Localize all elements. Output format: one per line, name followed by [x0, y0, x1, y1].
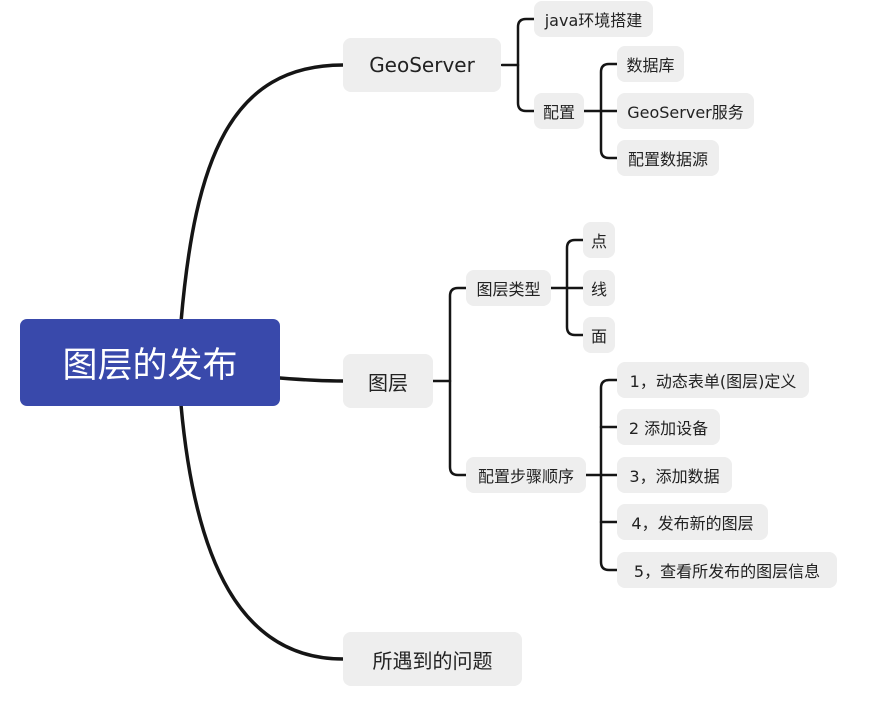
- link-layers-children: [448, 286, 468, 477]
- step-3-label: 3，添加数据: [629, 467, 720, 486]
- subtopic-line-label: 线: [590, 280, 607, 299]
- subtopic-datasource-label: 配置数据源: [627, 150, 708, 169]
- subtopic-polygon[interactable]: 面: [583, 317, 615, 353]
- root-label: 图层的发布: [62, 346, 238, 386]
- step-4[interactable]: 4，发布新的图层: [617, 504, 768, 540]
- branch-layers[interactable]: 图层: [343, 354, 433, 408]
- link-geoserver-java: [516, 17, 536, 113]
- step-1[interactable]: 1，动态表单(图层)定义: [617, 362, 809, 398]
- link-root-geoserver: [179, 63, 345, 324]
- step-1-label: 1，动态表单(图层)定义: [629, 372, 797, 391]
- subtopic-database-label: 数据库: [626, 56, 675, 75]
- subtopic-geoserver-service-label: GeoServer服务: [627, 103, 744, 122]
- link-root-layers: [278, 376, 345, 383]
- branch-issues-label: 所遇到的问题: [372, 648, 493, 673]
- subtopic-datasource[interactable]: 配置数据源: [617, 140, 719, 176]
- topic-java-env-label: java环境搭建: [544, 11, 643, 30]
- step-3[interactable]: 3，添加数据: [617, 457, 732, 493]
- branch-issues[interactable]: 所遇到的问题: [343, 632, 522, 686]
- subtopic-line[interactable]: 线: [583, 270, 615, 306]
- branch-layers-label: 图层: [368, 370, 408, 395]
- topic-java-env[interactable]: java环境搭建: [534, 1, 653, 37]
- subtopic-geoserver-service[interactable]: GeoServer服务: [617, 93, 754, 129]
- topic-config-label: 配置: [542, 103, 575, 122]
- step-5-label: 5，查看所发布的图层信息: [633, 562, 821, 581]
- step-2-label: 2 添加设备: [628, 419, 709, 438]
- subtopic-polygon-label: 面: [590, 327, 607, 346]
- topic-config-steps[interactable]: 配置步骤顺序: [466, 457, 586, 493]
- root-node[interactable]: 图层的发布: [20, 319, 280, 406]
- branch-geoserver[interactable]: GeoServer: [343, 38, 501, 92]
- subtopic-point[interactable]: 点: [583, 222, 615, 258]
- step-2[interactable]: 2 添加设备: [617, 409, 720, 445]
- topic-config-steps-label: 配置步骤顺序: [477, 467, 574, 486]
- link-types-children: [565, 238, 585, 337]
- topic-layer-types-label: 图层类型: [476, 280, 541, 299]
- link-config-children: [599, 62, 619, 160]
- subtopic-database[interactable]: 数据库: [617, 46, 684, 82]
- link-root-issues: [179, 403, 345, 661]
- step-4-label: 4，发布新的图层: [631, 514, 754, 533]
- topic-layer-types[interactable]: 图层类型: [466, 270, 551, 306]
- branch-geoserver-label: GeoServer: [369, 53, 475, 77]
- link-steps-children: [599, 378, 619, 572]
- step-5[interactable]: 5，查看所发布的图层信息: [617, 552, 837, 588]
- subtopic-point-label: 点: [590, 232, 607, 251]
- topic-config[interactable]: 配置: [534, 93, 584, 129]
